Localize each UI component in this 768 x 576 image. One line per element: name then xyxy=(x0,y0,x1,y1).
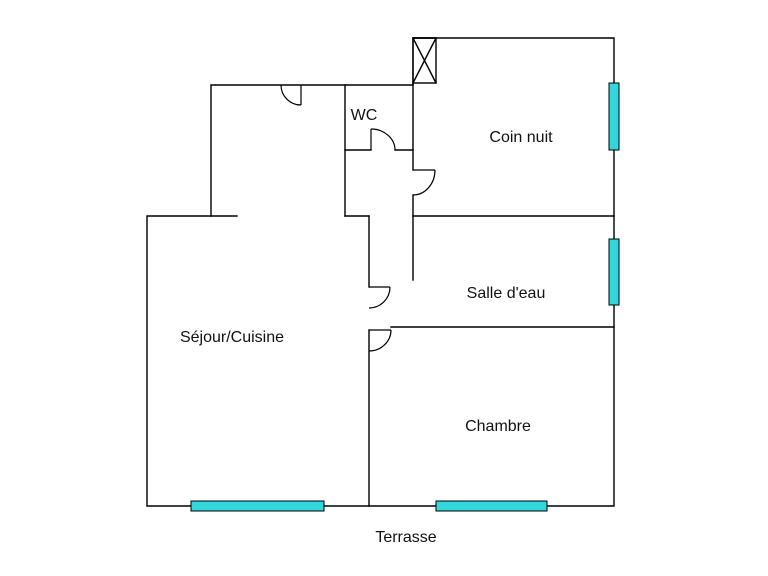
window-bedroom xyxy=(435,500,548,512)
outer-walls xyxy=(146,37,615,507)
duct-shaft xyxy=(412,37,437,84)
door-bedroom xyxy=(368,329,392,352)
windows xyxy=(190,82,620,512)
window-bedroom-nook xyxy=(608,82,620,151)
door-entrance xyxy=(280,84,302,106)
room-label-living-kitchen: Séjour/Cuisine xyxy=(179,329,285,346)
room-label-bedroom-nook: Coin nuit xyxy=(489,129,553,146)
window-living-kitchen xyxy=(190,500,325,512)
room-label-bedroom: Chambre xyxy=(465,418,531,435)
door-bedroom-nook xyxy=(412,169,436,196)
room-label-shower-room: Salle d'eau xyxy=(466,285,546,302)
door-shower-room xyxy=(368,286,391,309)
door-wc xyxy=(370,128,396,151)
interior-walls xyxy=(210,82,615,507)
doors xyxy=(280,84,436,352)
room-label-wc: WC xyxy=(350,107,378,124)
terrace-label: Terrasse xyxy=(375,529,437,546)
window-shower-room xyxy=(608,238,620,306)
